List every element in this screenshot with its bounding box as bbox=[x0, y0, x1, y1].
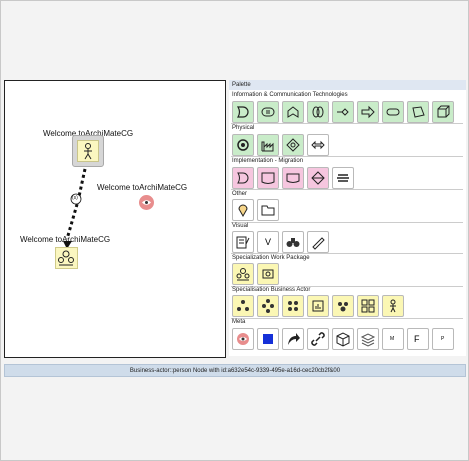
palette-title: Palette bbox=[229, 80, 466, 90]
gap-icon[interactable] bbox=[332, 167, 354, 189]
link-icon[interactable] bbox=[307, 328, 329, 350]
hierarchy-icon[interactable] bbox=[257, 295, 279, 317]
meta-property-icon[interactable]: P bbox=[432, 328, 454, 350]
section-ict: Information & Communication Technologies bbox=[232, 92, 348, 98]
plateau-icon[interactable] bbox=[307, 167, 329, 189]
meta-eye-icon[interactable] bbox=[232, 328, 254, 350]
business-actor-node[interactable] bbox=[72, 135, 104, 167]
team-icon[interactable] bbox=[257, 263, 279, 285]
section-visual: Visual bbox=[232, 223, 249, 229]
folder-icon[interactable] bbox=[257, 199, 279, 221]
section-other: Other bbox=[232, 191, 248, 197]
distribution-network-icon[interactable] bbox=[282, 134, 304, 156]
node-shape-icon[interactable] bbox=[282, 101, 304, 123]
connection-line[interactable] bbox=[5, 81, 225, 357]
group-visual-icon[interactable]: V bbox=[257, 231, 279, 253]
diagram-canvas[interactable]: Welcome toArchiMateCG Welcome toArchiMat… bbox=[4, 80, 226, 358]
node-label-eye[interactable]: Welcome toArchiMateCG bbox=[97, 183, 188, 192]
person-icon[interactable] bbox=[382, 295, 404, 317]
interface-icon[interactable] bbox=[332, 101, 354, 123]
layers-icon[interactable] bbox=[357, 328, 379, 350]
section-specialization-work-package: Specialization Work Package bbox=[232, 255, 310, 261]
path-icon[interactable] bbox=[407, 101, 429, 123]
section-implementation-migration: Implementation - Migration bbox=[232, 158, 304, 164]
connector-label: (s) bbox=[72, 195, 78, 201]
blue-square-icon[interactable] bbox=[257, 328, 279, 350]
people-network-icon[interactable] bbox=[282, 295, 304, 317]
meta-model-icon[interactable]: M bbox=[382, 328, 404, 350]
artifact-icon[interactable] bbox=[307, 101, 329, 123]
equipment-icon[interactable] bbox=[232, 134, 254, 156]
implementation-event-icon[interactable] bbox=[282, 167, 304, 189]
org-chart-icon[interactable] bbox=[232, 295, 254, 317]
node-label-actor[interactable]: Welcome toArchiMateCG bbox=[43, 129, 134, 138]
facility-icon[interactable] bbox=[257, 134, 279, 156]
network-nodes-icon[interactable] bbox=[357, 295, 379, 317]
work-package-icon[interactable] bbox=[55, 247, 78, 269]
pen-icon[interactable] bbox=[307, 231, 329, 253]
meta-folder-icon[interactable]: F bbox=[407, 328, 429, 350]
box-icon[interactable] bbox=[332, 328, 354, 350]
service-icon[interactable] bbox=[382, 101, 404, 123]
node-label-work-package[interactable]: Welcome toArchiMateCG bbox=[20, 235, 111, 244]
group-people-icon[interactable] bbox=[232, 263, 254, 285]
chart-report-icon[interactable] bbox=[307, 295, 329, 317]
deliverable-icon[interactable] bbox=[257, 167, 279, 189]
location-icon[interactable] bbox=[232, 199, 254, 221]
business-actor-icon bbox=[77, 140, 99, 162]
work-package-palette-icon[interactable] bbox=[232, 167, 254, 189]
section-meta: Meta bbox=[232, 319, 246, 325]
device-icon[interactable] bbox=[232, 101, 254, 123]
curved-arrow-icon[interactable] bbox=[282, 328, 304, 350]
double-arrow-icon[interactable] bbox=[307, 134, 329, 156]
status-bar: Business-actor::person Node with id:a632… bbox=[4, 364, 466, 377]
eye-icon[interactable] bbox=[139, 195, 154, 210]
section-specialisation-business-actor: Specialisation Business Actor bbox=[232, 287, 311, 293]
arrow-right-icon[interactable] bbox=[357, 101, 379, 123]
palette-panel: Palette Information & Communication Tech… bbox=[229, 80, 466, 356]
system-software-icon[interactable] bbox=[257, 101, 279, 123]
section-physical: Physical bbox=[232, 125, 255, 131]
cube-icon[interactable] bbox=[432, 101, 454, 123]
note-icon[interactable] bbox=[232, 231, 254, 253]
group-icon[interactable] bbox=[332, 295, 354, 317]
binoculars-icon[interactable] bbox=[282, 231, 304, 253]
